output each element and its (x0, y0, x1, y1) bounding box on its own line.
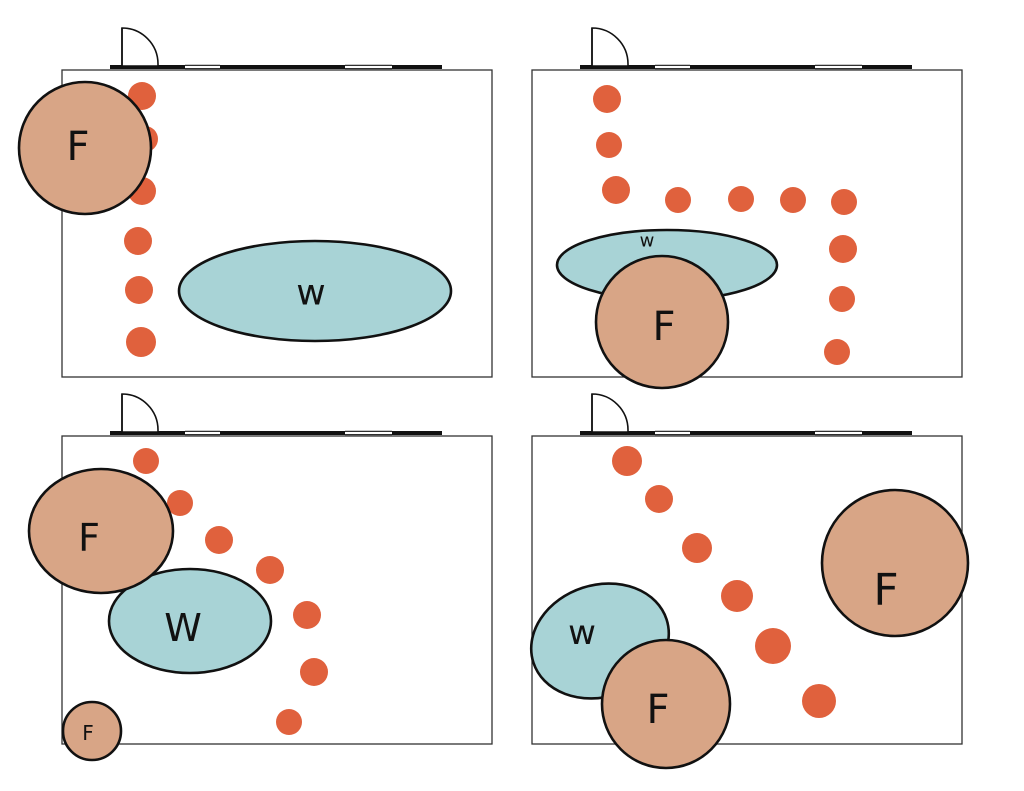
door-icon (591, 393, 629, 433)
window (815, 430, 862, 436)
walkway-dot (755, 628, 791, 664)
walkway-dot (612, 446, 642, 476)
window (345, 430, 392, 436)
walkway-dot (682, 533, 712, 563)
walkway-dot (167, 490, 193, 516)
window (815, 64, 862, 70)
walkway-dot (125, 276, 153, 304)
furniture-label: F (82, 721, 94, 745)
walkway-dot (728, 186, 754, 212)
window (185, 430, 220, 436)
door-icon (121, 393, 159, 433)
furniture-zone: F (17, 80, 153, 216)
walkway-dot (665, 187, 691, 213)
walkway-dot (593, 85, 621, 113)
walkway-path (593, 85, 857, 365)
walkway-dot (276, 709, 302, 735)
water-label: W (164, 606, 202, 650)
window (185, 64, 220, 70)
furniture-label: F (873, 565, 898, 616)
walkway-dot (829, 286, 855, 312)
furniture-zone-large: F (820, 488, 970, 638)
water-zone: W (107, 567, 273, 675)
walkway-dot (780, 187, 806, 213)
panel-top-right: w F (531, 27, 963, 390)
walkway-dot (300, 658, 328, 686)
walkway-dot (133, 448, 159, 474)
furniture-label: F (66, 124, 89, 170)
panel-bottom-left: W F F (27, 393, 493, 762)
water-label: w (296, 273, 325, 314)
walkway-dot (602, 176, 630, 204)
water-zone: w (177, 239, 453, 343)
furniture-zone: F (600, 638, 732, 770)
window (345, 64, 392, 70)
window (655, 64, 690, 70)
water-label: w (640, 231, 655, 252)
door-icon (591, 27, 629, 67)
door-icon (121, 27, 159, 67)
walkway-path (133, 448, 328, 735)
walkway-dot (256, 556, 284, 584)
walkway-dot (293, 601, 321, 629)
water-label: w (568, 613, 596, 653)
furniture-zone: F (27, 467, 175, 595)
walkway-path (612, 446, 836, 718)
walkway-dot (831, 189, 857, 215)
furniture-zone-small: F (61, 700, 123, 762)
walkway-dot (829, 235, 857, 263)
panel-top-left: w F (17, 27, 493, 378)
furniture-label: F (652, 304, 675, 350)
walkway-dot (126, 327, 156, 357)
walkway-dot (124, 227, 152, 255)
walkway-dot (596, 132, 622, 158)
panel-bottom-right: w F F (529, 393, 970, 770)
walkway-dot (824, 339, 850, 365)
walkway-dot (802, 684, 836, 718)
walkway-dot (645, 485, 673, 513)
walkway-dot (205, 526, 233, 554)
furniture-zone: F (594, 254, 730, 390)
furniture-label: F (646, 687, 669, 733)
furniture-label: F (78, 516, 100, 560)
walkway-dot (721, 580, 753, 612)
window (655, 430, 690, 436)
